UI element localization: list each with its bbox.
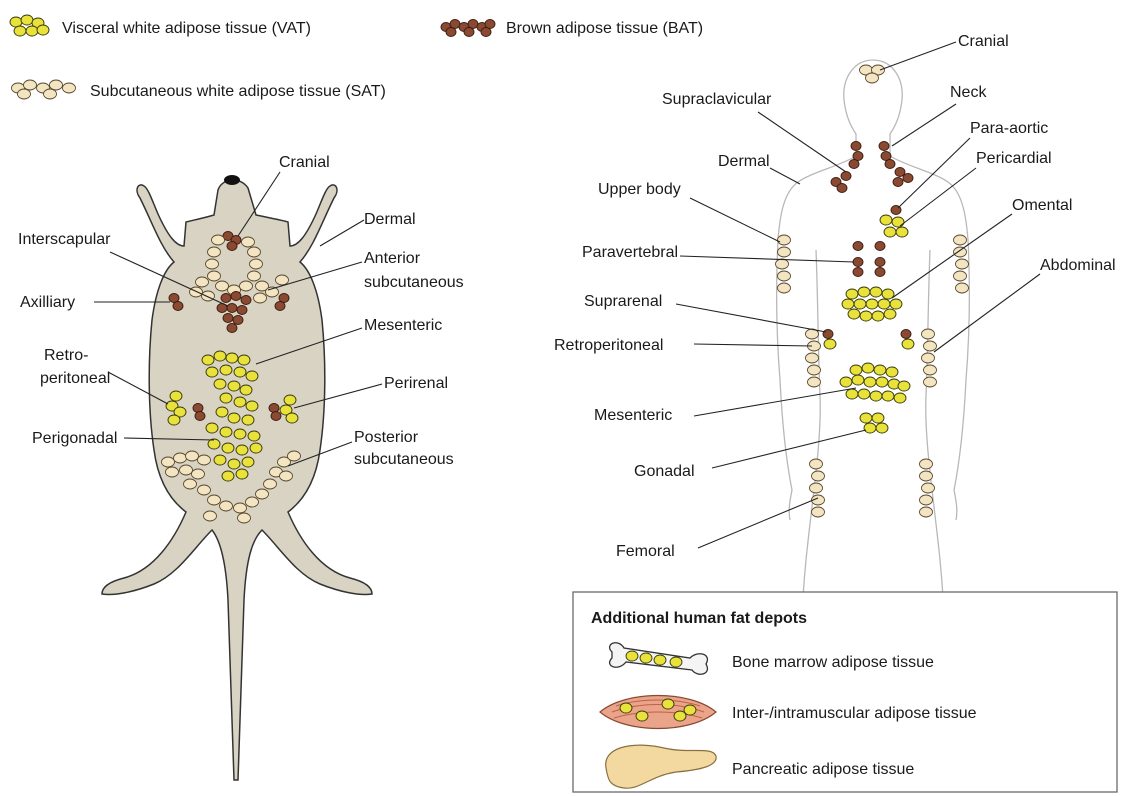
human-label-neck: Neck (950, 84, 987, 101)
human-pericardial-vat (880, 206, 908, 238)
human-supraclavicular-bat (831, 142, 913, 193)
human-label-femoral: Femoral (616, 543, 675, 560)
human-label-supraclavicular: Supraclavicular (662, 91, 772, 108)
legend-vat-swatch (10, 15, 49, 36)
mouse-label-retro-1: Retro- (44, 347, 88, 364)
mouse-label-cranial: Cranial (279, 154, 330, 171)
human-label-gonadal: Gonadal (634, 463, 695, 480)
human-cranial-sat (860, 65, 885, 83)
additional-depots-box: Additional human fat depots Bone marrow … (573, 592, 1117, 792)
mouse-label-perigonadal: Perigonadal (32, 430, 117, 447)
legend-sat-label: Subcutaneous white adipose tissue (SAT) (90, 83, 386, 100)
human-label-mesenteric: Mesenteric (594, 407, 672, 424)
mouse-label-interscapular: Interscapular (18, 231, 111, 248)
additional-item-intramuscular: Inter-/intramuscular adipose tissue (732, 705, 977, 722)
mouse-illustration: Cranial Dermal Interscapular Anterior su… (18, 154, 464, 780)
additional-item-pancreatic: Pancreatic adipose tissue (732, 761, 914, 778)
human-label-pericardial: Pericardial (976, 150, 1052, 167)
legend: Visceral white adipose tissue (VAT) Brow… (10, 15, 703, 100)
human-label-omental: Omental (1012, 197, 1072, 214)
additional-depots-title: Additional human fat depots (591, 610, 807, 627)
human-label-suprarenal: Suprarenal (584, 293, 662, 310)
legend-bat-swatch (441, 20, 495, 37)
human-label-paravertebral: Paravertebral (582, 244, 678, 261)
mouse-label-posterior-2: subcutaneous (354, 451, 454, 468)
mouse-label-posterior-1: Posterior (354, 429, 419, 446)
legend-vat-label: Visceral white adipose tissue (VAT) (62, 20, 311, 37)
mouse-body (102, 180, 372, 780)
human-label-dermal: Dermal (718, 153, 770, 170)
human-suprarenal-bat (823, 330, 914, 350)
mouse-nose (224, 175, 240, 185)
mouse-label-perirenal: Perirenal (384, 375, 448, 392)
human-upper-body-sat (776, 235, 969, 293)
human-femoral-sat (810, 459, 935, 517)
human-paravertebral-bat (853, 242, 885, 277)
human-label-cranial: Cranial (958, 33, 1009, 50)
human-label-upper-body: Upper body (598, 181, 681, 198)
mouse-label-axilliary: Axilliary (20, 294, 75, 311)
mouse-label-retro-2: peritoneal (40, 370, 110, 387)
additional-item-bone-marrow: Bone marrow adipose tissue (732, 654, 934, 671)
human-label-para-aortic: Para-aortic (970, 120, 1048, 137)
human-mesenteric-vat (840, 363, 910, 403)
human-label-abdominal: Abdominal (1040, 257, 1116, 274)
legend-bat-label: Brown adipose tissue (BAT) (506, 20, 703, 37)
mouse-label-anterior-1: Anterior (364, 250, 421, 267)
legend-sat-swatch (12, 80, 76, 99)
human-omental-vat (842, 287, 902, 321)
human-label-retroperitoneal: Retroperitoneal (554, 337, 663, 354)
mouse-label-dermal: Dermal (364, 211, 416, 228)
mouse-label-anterior-2: subcutaneous (364, 274, 464, 291)
mouse-label-mesenteric: Mesenteric (364, 317, 442, 334)
